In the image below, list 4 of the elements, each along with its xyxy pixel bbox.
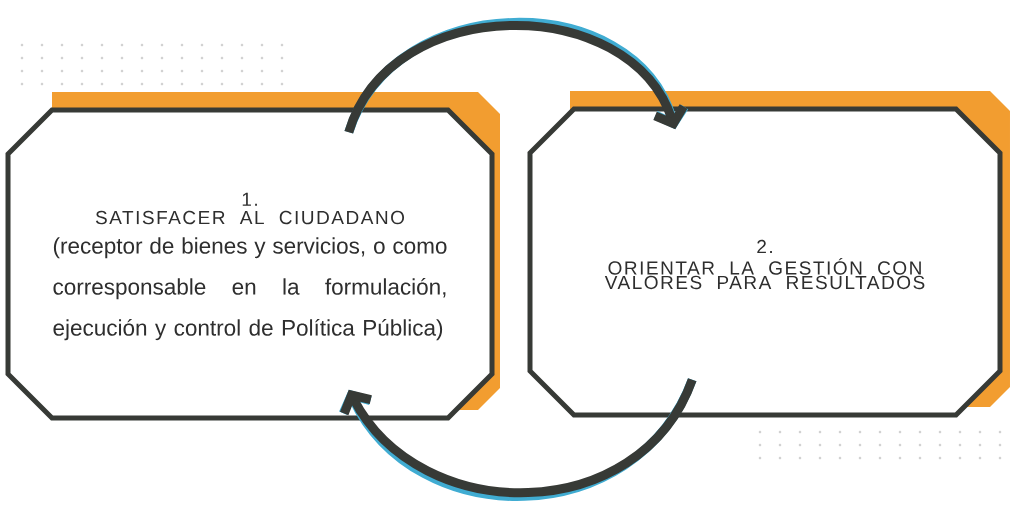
process-box: 2. ORIENTAR LA GESTIÓN CON VALORES PARA RESULTADOS	[527, 91, 1010, 418]
curved-arrow	[344, 17, 689, 135]
curved-arrow	[339, 377, 697, 501]
process-box: 1. SATISFACER AL CIUDADANO (receptor de bienes y servicios, o como corresponsable en la formulación, ejecución y control de Política Pública)	[5, 92, 500, 421]
